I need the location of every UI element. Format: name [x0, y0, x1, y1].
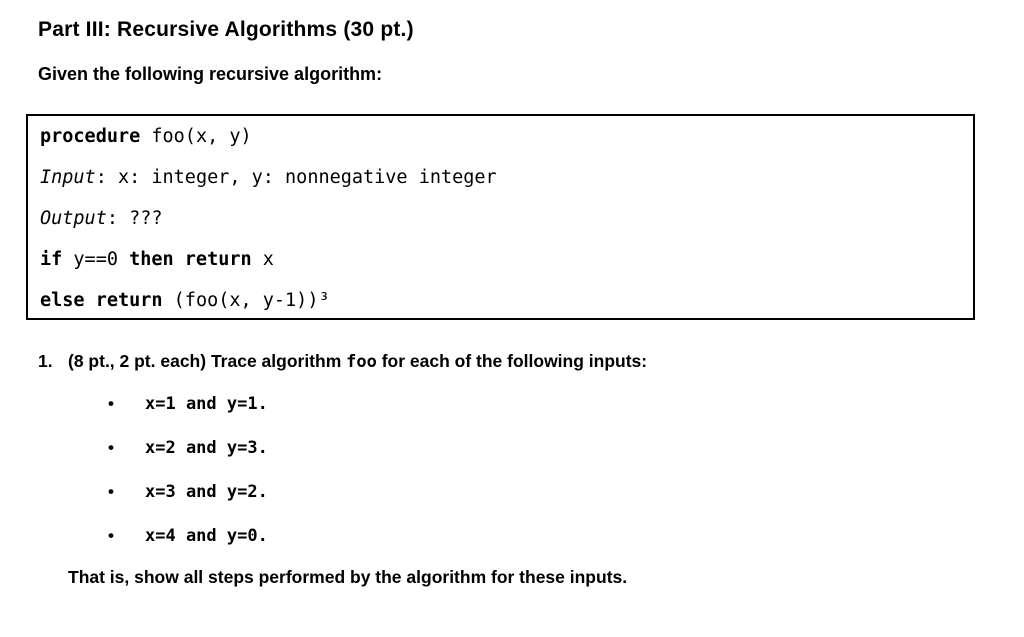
question-item-1: 1. (8 pt., 2 pt. each) Trace algorithm f…	[38, 348, 647, 375]
bullet-icon: •	[108, 526, 114, 545]
footer-note: That is, show all steps performed by the…	[68, 567, 628, 587]
code-keyword: procedure	[40, 126, 141, 147]
code-text: foo(x, y)	[140, 126, 252, 147]
code-text: : ???	[106, 208, 163, 229]
list-item-label: x=3 and y=2.	[145, 482, 268, 502]
question-text-after: for each of the following inputs:	[376, 351, 648, 371]
code-italic-label: Input	[40, 167, 96, 188]
list-item: • x=3 and y=2.	[108, 470, 268, 514]
bullet-icon: •	[108, 394, 114, 413]
code-keyword: then return	[129, 249, 252, 270]
code-text: (foo(x, y-1))³	[162, 290, 330, 311]
algorithm-code-box: procedure foo(x, y) Input: x: integer, y…	[26, 114, 975, 320]
page-title: Part III: Recursive Algorithms (30 pt.)	[38, 18, 414, 41]
input-list: • x=1 and y=1. • x=2 and y=3. • x=3 and …	[108, 382, 268, 558]
code-line-procedure: procedure foo(x, y)	[40, 116, 961, 157]
intro-text: Given the following recursive algorithm:	[38, 64, 383, 84]
list-item: • x=4 and y=0.	[108, 514, 268, 558]
bullet-icon: •	[108, 482, 114, 501]
bullet-icon: •	[108, 438, 114, 457]
question-text: (8 pt., 2 pt. each) Trace algorithm foo …	[68, 348, 647, 375]
list-item-label: x=4 and y=0.	[145, 526, 268, 546]
question-number: 1.	[38, 351, 53, 371]
code-line-if: if y==0 then return x	[40, 239, 961, 280]
list-item-label: x=1 and y=1.	[145, 394, 268, 414]
question-code-word: foo	[346, 352, 377, 372]
question-text-before: (8 pt., 2 pt. each) Trace algorithm	[68, 351, 347, 371]
code-line-output: Output: ???	[40, 198, 961, 239]
code-italic-label: Output	[40, 208, 107, 229]
list-item-label: x=2 and y=3.	[145, 438, 268, 458]
list-item: • x=2 and y=3.	[108, 426, 268, 470]
list-item: • x=1 and y=1.	[108, 382, 268, 426]
code-keyword: if	[40, 249, 63, 270]
code-line-input: Input: x: integer, y: nonnegative intege…	[40, 157, 961, 198]
code-text: y==0	[62, 249, 130, 270]
code-line-else: else return (foo(x, y-1))³	[40, 280, 961, 321]
code-keyword: else return	[40, 290, 163, 311]
code-text: : x: integer, y: nonnegative integer	[95, 167, 497, 188]
code-text: x	[251, 249, 274, 270]
